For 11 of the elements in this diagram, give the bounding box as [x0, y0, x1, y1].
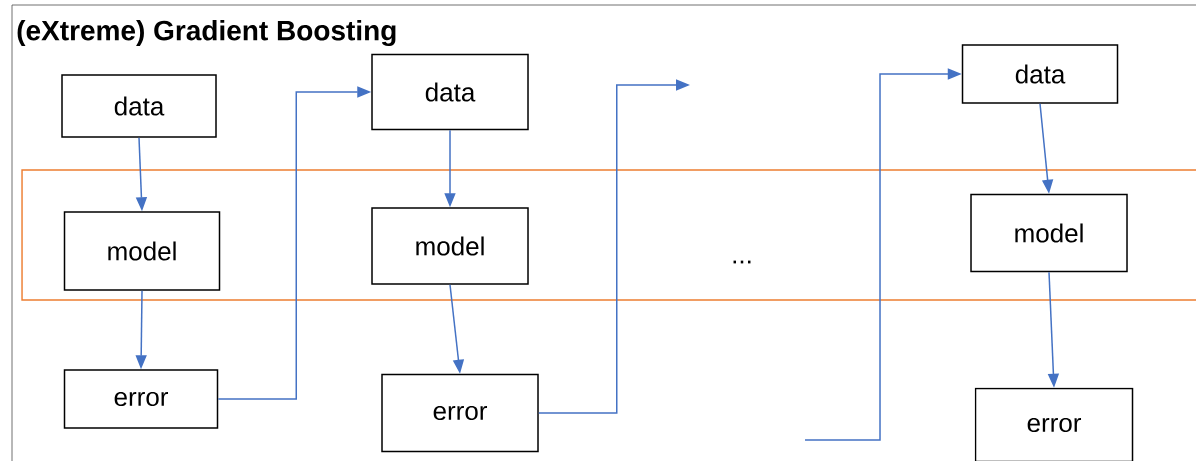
- ellipsis: ...: [733, 260, 751, 264]
- process-box: data: [371, 53, 529, 131]
- process-box: error: [63, 369, 219, 429]
- process-box: error: [381, 373, 539, 453]
- title: (eXtreme) Gradient Boosting: [17, 19, 396, 47]
- process-box: model: [371, 207, 529, 285]
- process-box: model: [63, 211, 221, 291]
- process-box: model: [970, 193, 1128, 273]
- process-box: error: [974, 387, 1134, 461]
- process-box: data: [961, 44, 1119, 104]
- process-box: data: [61, 74, 217, 138]
